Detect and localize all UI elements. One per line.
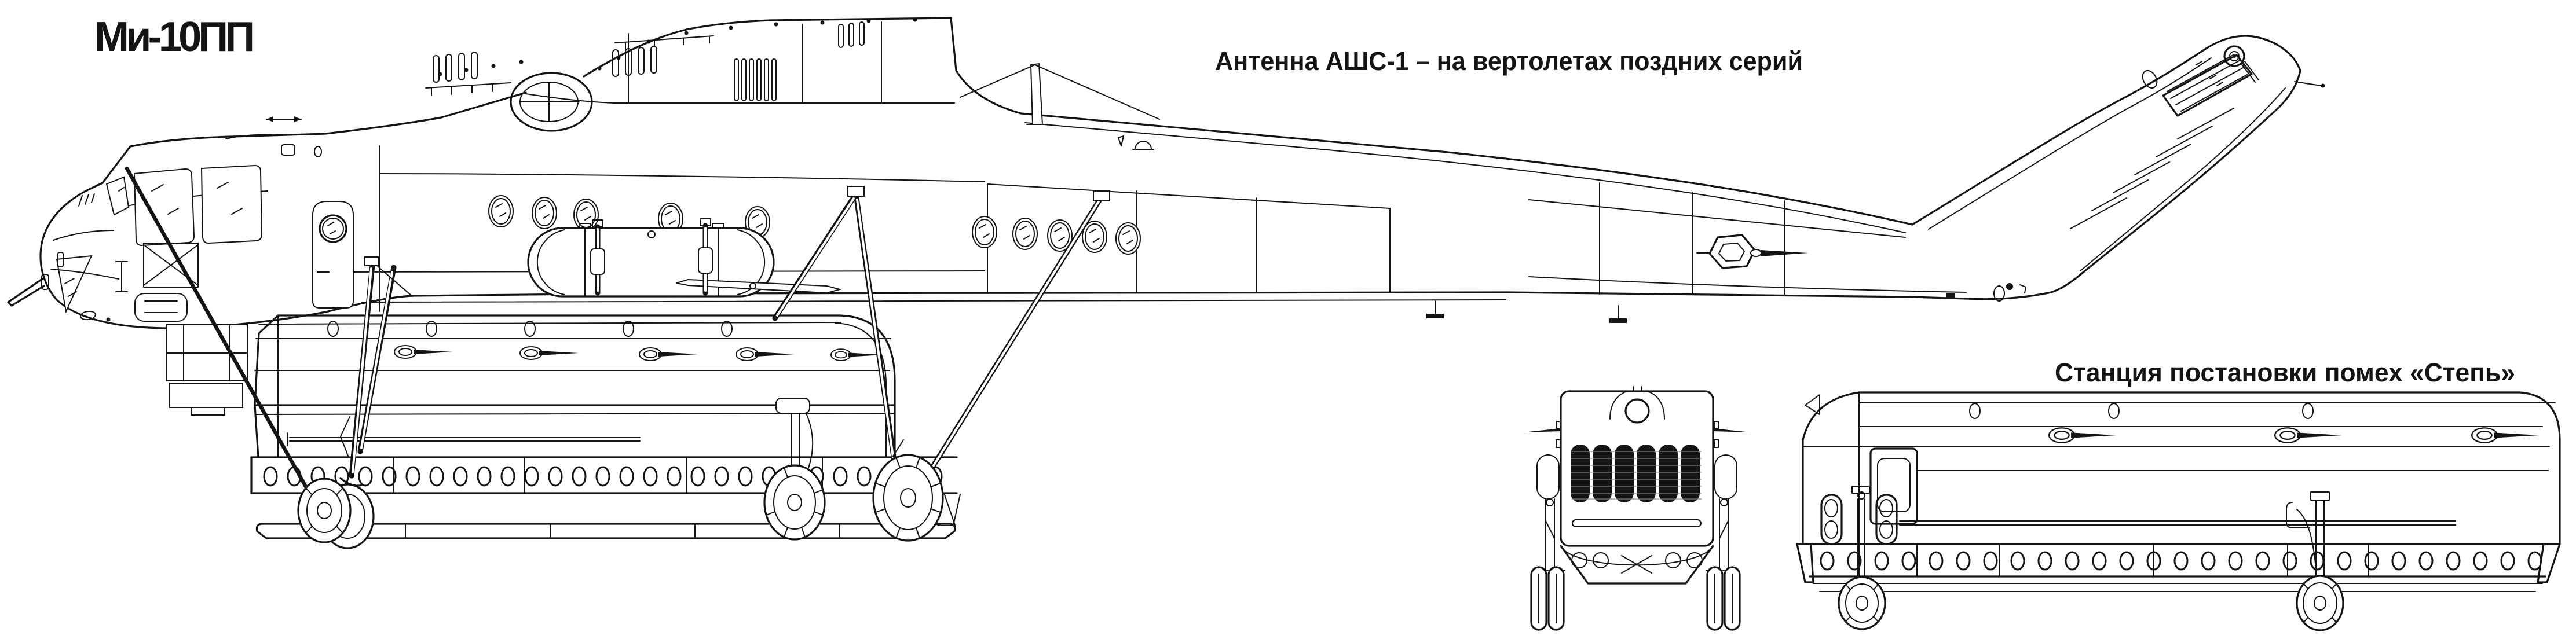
engine-cowling (425, 17, 955, 132)
boom-hook-fitting (1696, 234, 1808, 269)
cowl-fasteners (438, 17, 917, 76)
intake-grille (1571, 445, 1702, 502)
station-annotation: Станция постановки помех «Степь» (2055, 358, 2515, 387)
fin-grille (2162, 54, 2253, 117)
cargo-container-main (250, 314, 961, 539)
side-spike-antennas (1523, 421, 1751, 448)
belly-equipment (134, 293, 248, 416)
cowl-louvres (433, 21, 865, 101)
cowl-handrails (425, 35, 714, 96)
fin-steps (2070, 108, 2234, 229)
sling-spreader-bar (676, 278, 842, 294)
spine-antennas (1118, 135, 1627, 324)
profile-door (1869, 447, 1918, 525)
mid-support-wheel (763, 398, 826, 541)
cockpit-canopy (105, 116, 322, 288)
wheels-main-view (297, 398, 944, 549)
tail-bumper (1946, 283, 2026, 302)
profile-rear-leg (2286, 491, 2344, 631)
antenna-annotation: Антенна АШС-1 – на вертолетах поздних се… (1215, 46, 1803, 76)
tail-rotor-hub (2196, 45, 2325, 88)
container-profile-view (1796, 391, 2561, 631)
sling-jack-struts (590, 218, 713, 296)
front-wheel-pair (297, 478, 375, 549)
sling-eye (1609, 386, 1665, 424)
ashs1-antenna (960, 63, 1160, 125)
page-title: Ми-10ПП (94, 14, 257, 60)
tail-boom (1528, 182, 1967, 296)
front-view (1523, 386, 1751, 631)
fuel-tank (527, 223, 775, 298)
entry-door (312, 201, 354, 309)
nose-radome (7, 193, 128, 322)
profile-front-leg (1838, 486, 1886, 630)
front-view-bottom (1560, 545, 1714, 585)
landing-gear-main (772, 186, 1110, 480)
tail-fin (1911, 35, 2325, 302)
side-view (7, 17, 2325, 549)
sling-cable (125, 166, 320, 511)
front-view-gear (1530, 454, 1741, 631)
main-wheel (872, 454, 944, 542)
